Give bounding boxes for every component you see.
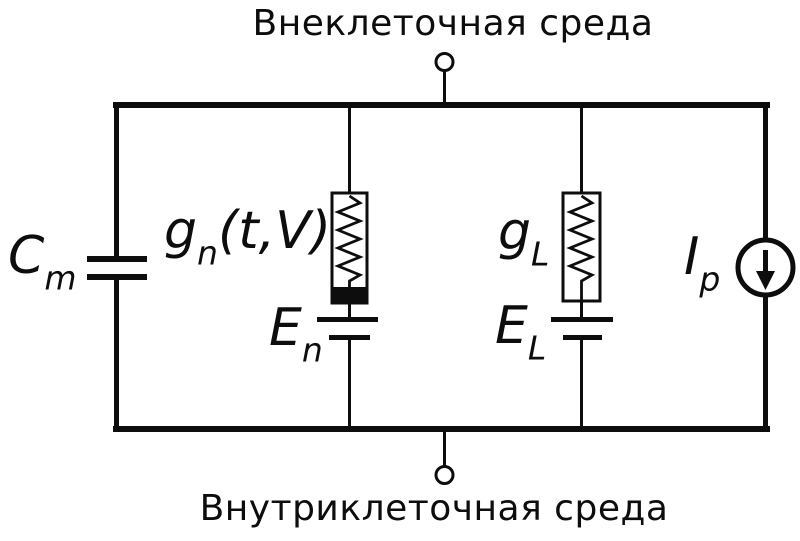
label-ip: Ip [684,231,720,296]
en-battery-long-plate [317,317,378,322]
current-direction-arrow-head [756,271,775,290]
current-source [735,237,796,298]
gn-symbol: g [164,201,198,261]
left-edge-wire-lower [114,280,119,432]
en-battery-short-plate [329,335,370,340]
label-gl: gL [498,206,549,271]
gl-symbol: g [498,202,532,262]
cm-subscript: m [44,258,77,298]
ip-subscript: p [699,259,721,299]
gl-subscript: L [531,234,550,274]
label-en: En [269,302,323,367]
capacitor-top-plate [87,256,147,262]
gn-arguments: (t,V) [217,201,332,261]
cm-symbol: C [8,226,45,286]
label-cm: Cm [8,230,76,295]
extracellular-terminal [434,52,455,103]
gated-conductance-branch [317,105,378,428]
en-subscript: n [301,330,323,370]
left-edge-wire-upper [114,102,119,256]
el-subscript: L [527,328,547,368]
label-gn: gn(t,V) [164,205,331,270]
gn-variable-band [331,287,368,303]
extracellular-terminal-node [434,52,455,72]
intracellular-terminal-node [434,465,455,485]
label-el: EL [495,300,546,365]
en-symbol: E [269,298,302,358]
intracellular-terminal [434,430,455,485]
right-edge-wire-lower [763,294,768,432]
capacitor-bottom-plate [87,274,147,280]
gn-resistor-zigzag [334,194,364,288]
right-edge-wire-upper [763,102,768,241]
bottom-rail-wire [113,426,770,432]
leak-conductance-branch [551,105,613,428]
el-symbol: E [495,296,528,356]
intracellular-caption: Внутриклеточная среда [199,488,669,529]
ip-symbol: I [684,227,700,287]
extracellular-caption: Внеклеточная среда [252,3,654,44]
top-rail-wire [113,102,770,108]
el-battery-short-plate [563,335,602,340]
el-battery-long-plate [551,317,613,322]
gn-subscript: n [197,233,218,273]
gl-resistor-zigzag [566,194,596,300]
